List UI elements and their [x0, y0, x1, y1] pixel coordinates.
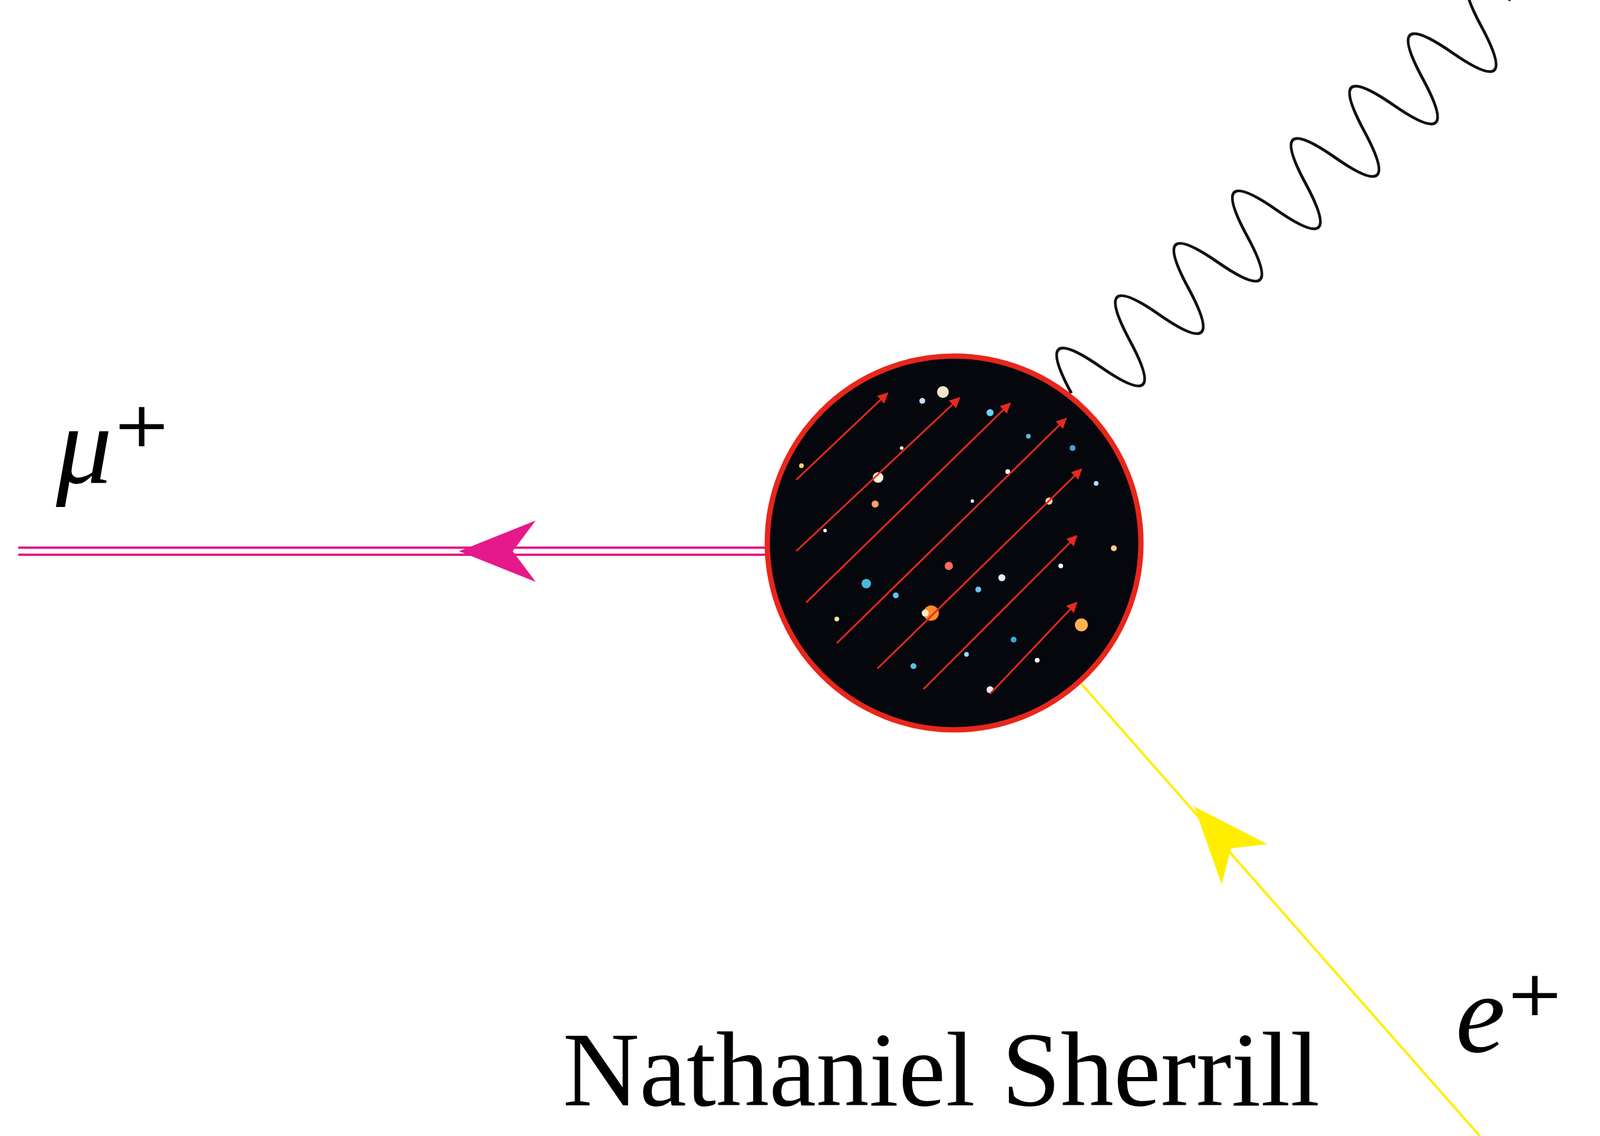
- interaction-blob: [767, 355, 1141, 730]
- particle-label: μ⁺: [55, 388, 172, 501]
- author-name: Nathaniel Sherrill: [562, 1016, 1321, 1123]
- particle-label: e⁺: [1455, 957, 1565, 1070]
- muon-line: [18, 520, 773, 582]
- photon-line: [1044, 0, 1539, 424]
